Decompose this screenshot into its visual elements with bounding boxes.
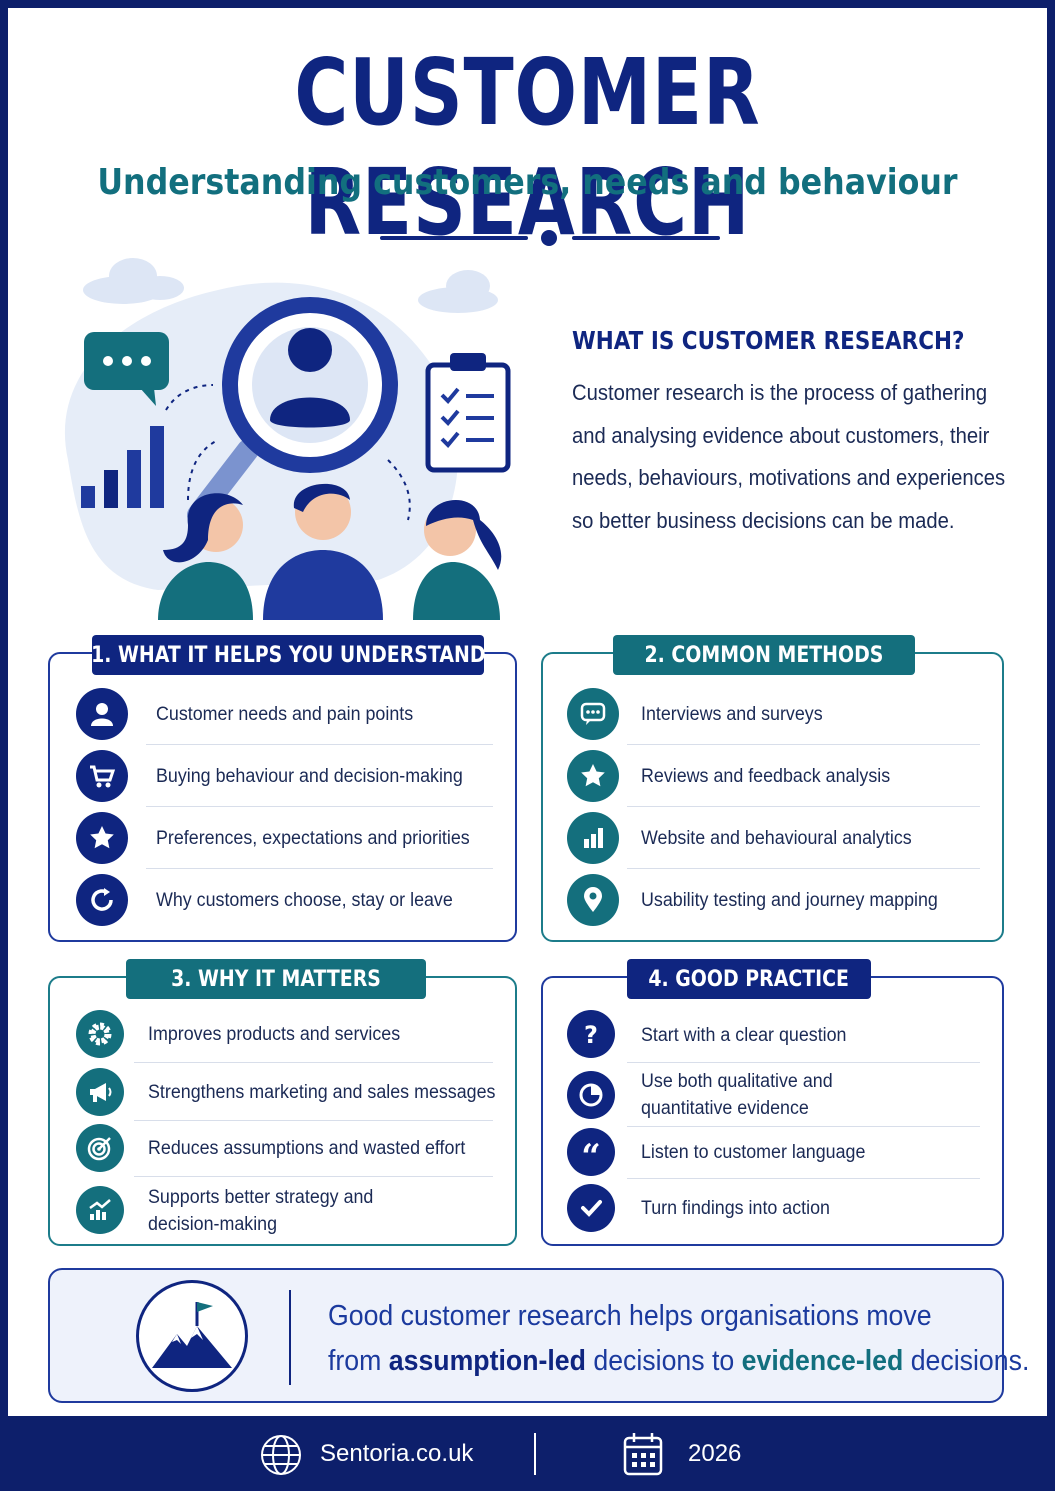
list-item: Buying behaviour and decision-making — [50, 746, 515, 807]
list-item: Usability testing and journey mapping — [543, 870, 1002, 930]
svg-text:?: ? — [584, 1021, 598, 1048]
mountain-flag-icon — [136, 1280, 248, 1392]
target-icon — [76, 1124, 124, 1172]
refresh-icon — [76, 874, 128, 926]
list-item: Website and behavioural analytics — [543, 808, 1002, 869]
globe-icon — [260, 1434, 302, 1481]
intro-body: Customer research is the process of gath… — [572, 372, 1014, 542]
page-title: CUSTOMER RESEARCH — [294, 39, 761, 256]
matters-section: 3. WHY IT MATTERS Improves products and … — [48, 959, 517, 1246]
intro-line: needs, behaviours, motivations and exper… — [572, 465, 1006, 490]
list-item: Strengthens marketing and sales messages — [50, 1064, 515, 1121]
conclusion-box: Good customer research helps organisatio… — [48, 1268, 1029, 1403]
star-icon — [76, 812, 128, 864]
user-icon — [76, 688, 128, 740]
methods-section: 2. COMMON METHODS Interviews and surveys… — [541, 635, 1004, 942]
divider-left — [380, 236, 528, 240]
list-item: Reduces assumptions and wasted effort — [50, 1120, 515, 1177]
man-icon — [263, 483, 383, 620]
gear-icon — [76, 1010, 124, 1058]
bar-chart-icon — [81, 426, 164, 508]
section-title: 1. WHAT IT HELPS YOU UNDERSTAND — [91, 635, 485, 675]
list-item: Reviews and feedback analysis — [543, 746, 1002, 807]
list-item: “ Listen to customer language — [543, 1126, 1002, 1179]
section-title: 2. COMMON METHODS — [613, 635, 915, 675]
cloud-icon — [418, 270, 498, 313]
list-item: Interviews and surveys — [543, 684, 1002, 745]
list-item: Improves products and services — [50, 1006, 515, 1063]
woman-icon — [158, 493, 253, 620]
bar-chart-icon — [567, 812, 619, 864]
pie-chart-icon — [567, 1071, 615, 1119]
cloud-icon — [83, 258, 184, 304]
calendar-icon — [622, 1431, 664, 1482]
cart-icon — [76, 750, 128, 802]
question-icon: ? — [567, 1010, 615, 1058]
website-link[interactable]: Sentoria.co.uk — [320, 1440, 474, 1467]
location-pin-icon — [567, 874, 619, 926]
list-item: Supports better strategy and decision-ma… — [50, 1178, 515, 1242]
chat-bubble-icon — [84, 332, 169, 406]
quote-icon: “ — [567, 1128, 615, 1176]
conclusion-divider — [289, 1290, 291, 1385]
intro-line: and analysing evidence about customers, … — [572, 422, 990, 448]
divider-dot — [541, 230, 557, 246]
list-item: Customer needs and pain points — [50, 684, 515, 745]
practice-section: 4. GOOD PRACTICE ? Start with a clear qu… — [541, 959, 1004, 1246]
intro-line: Customer research is the process of gath… — [572, 380, 988, 405]
list-item: Why customers choose, stay or leave — [50, 870, 515, 930]
woman-icon — [413, 499, 502, 620]
intro-heading: WHAT IS CUSTOMER RESEARCH? — [572, 326, 965, 355]
intro-line: so better business decisions can be made… — [572, 507, 955, 533]
page-subtitle: Understanding customers, needs and behav… — [97, 162, 958, 203]
star-icon — [567, 750, 619, 802]
divider-right — [572, 236, 720, 240]
magnifier-icon — [187, 297, 398, 526]
megaphone-icon — [76, 1068, 124, 1116]
section-title: 4. GOOD PRACTICE — [627, 959, 871, 999]
list-item: Preferences, expectations and priorities — [50, 808, 515, 869]
understand-section: 1. WHAT IT HELPS YOU UNDERSTAND Customer… — [48, 635, 517, 942]
clipboard-icon — [425, 353, 511, 473]
svg-text:“: “ — [581, 1138, 601, 1166]
growth-chart-icon — [76, 1186, 124, 1234]
footer-year: 2026 — [688, 1440, 742, 1467]
list-item: Turn findings into action — [543, 1180, 1002, 1236]
footer: Sentoria.co.uk 2026 — [0, 1418, 1055, 1491]
check-icon — [567, 1184, 615, 1232]
conclusion-text: Good customer research helps organisatio… — [328, 1300, 1030, 1377]
hero-illustration — [48, 250, 528, 620]
section-title: 3. WHY IT MATTERS — [126, 959, 426, 999]
chat-icon — [567, 688, 619, 740]
list-item: Use both qualitative and quantitative ev… — [543, 1064, 1002, 1127]
list-item: ? Start with a clear question — [543, 1008, 1002, 1063]
footer-divider — [534, 1433, 536, 1475]
